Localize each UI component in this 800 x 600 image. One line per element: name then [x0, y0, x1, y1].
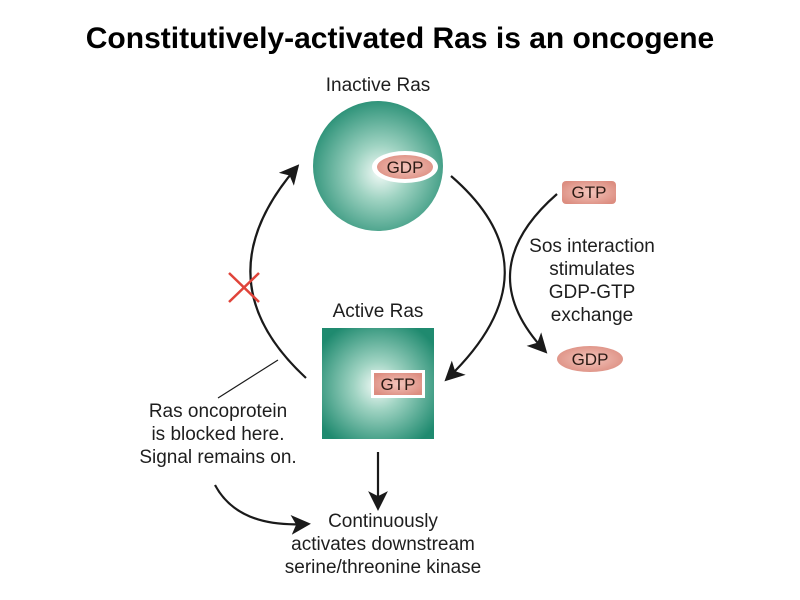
downstream-description: Continuously activates downstream serine…	[258, 510, 508, 579]
exchange-line: GDP-GTP	[548, 282, 636, 303]
reactivation-arrow	[249, 164, 307, 379]
blocked-note: Ras oncoprotein is blocked here. Signal …	[108, 400, 328, 469]
exchange-gdp-pill: GDP	[557, 346, 623, 372]
exchange-output-label: GDP	[572, 350, 609, 369]
nucleotide-exchange-arrow	[508, 193, 558, 354]
active-nucleotide-label: GTP	[381, 375, 416, 394]
downstream-line: Continuously	[328, 511, 438, 532]
block-x-icon	[228, 272, 260, 303]
blocked-note-line: Ras oncoprotein	[148, 401, 288, 422]
exchange-line: Sos interaction	[529, 236, 655, 257]
page-title: Constitutively-activated Ras is an oncog…	[85, 22, 715, 55]
exchange-description: Sos interaction stimulates GDP-GTP excha…	[512, 235, 672, 327]
inactive-gdp-badge: GDP	[372, 151, 438, 183]
note-pointer-line	[217, 359, 279, 399]
exchange-gtp-pill: GTP	[562, 181, 616, 204]
active-gtp-badge: GTP	[371, 370, 425, 398]
exchange-line: exchange	[550, 305, 634, 326]
exchange-line: stimulates	[549, 259, 635, 280]
blocked-note-line: Signal remains on.	[139, 447, 297, 468]
inactive-nucleotide-label: GDP	[387, 158, 424, 177]
active-ras-label: Active Ras	[332, 301, 424, 322]
activation-arrow	[444, 175, 506, 382]
blocked-note-line: is blocked here.	[151, 424, 285, 445]
exchange-input-label: GTP	[572, 183, 607, 202]
downstream-line: activates downstream	[291, 534, 475, 555]
signal-on-arrow	[214, 484, 311, 535]
inactive-ras-label: Inactive Ras	[325, 75, 431, 96]
downstream-line: serine/threonine kinase	[284, 557, 482, 578]
